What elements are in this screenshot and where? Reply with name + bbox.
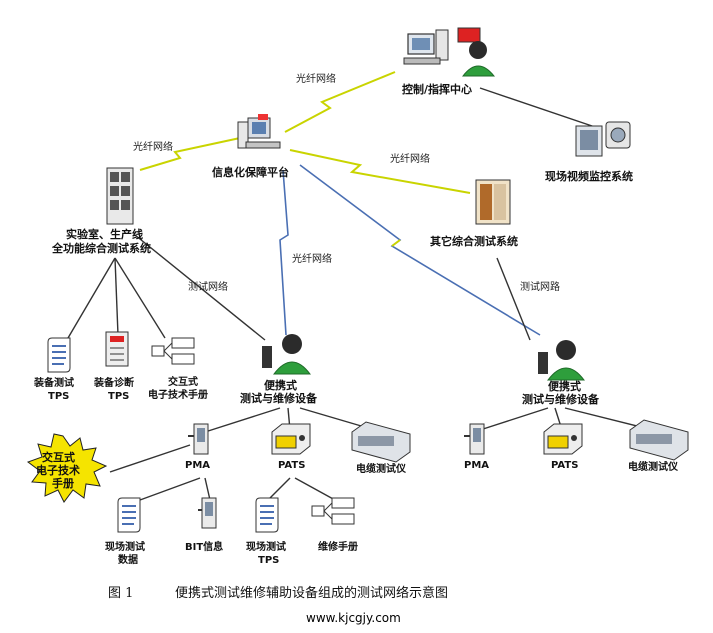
- fiber-link-platform-other: [289, 149, 471, 194]
- pats-right-label: PATS: [551, 460, 578, 471]
- link-pma-bit: [204, 477, 211, 501]
- link-portable-pma: [204, 407, 281, 433]
- video-monitor-node: [575, 121, 631, 157]
- tower-icon: [435, 29, 449, 61]
- field-tps-scroll-icon: [255, 497, 279, 533]
- manual-label-line1: 交互式: [168, 375, 198, 388]
- screen-icon: [457, 27, 481, 43]
- link-pats-fieldtps: [267, 477, 291, 501]
- cable-tester-icon: [629, 419, 689, 461]
- video-monitor-label: 现场视频监控系统: [545, 169, 633, 183]
- tps-scroll-icon: [47, 337, 71, 373]
- portable-right-node: [538, 340, 586, 381]
- lab-system-label-line1: 实验室、生产线: [66, 227, 143, 241]
- pats-left-label: PATS: [278, 460, 305, 471]
- field-data-label-line1: 现场测试: [105, 540, 145, 553]
- link-pats-manual: [294, 477, 336, 501]
- fiber-link-platform-lab: [139, 137, 241, 171]
- handheld-icon: [538, 352, 548, 374]
- fiber-link-platform-control: [284, 71, 396, 133]
- field-tps-label-line1: 现场测试: [246, 540, 286, 553]
- portable-left-label-line1: 便携式: [264, 378, 297, 392]
- manual-label-line2: 电子技术手册: [148, 388, 208, 401]
- link-burst-pma: [109, 444, 191, 473]
- manual-chart-icon: [151, 337, 195, 365]
- burst-label-line2: 电子技术: [36, 463, 80, 477]
- link-control-video: [479, 87, 599, 129]
- cable-left-label: 电缆测试仪: [356, 462, 407, 475]
- pma-device-icon: [188, 423, 209, 455]
- portable-right-label-line2: 测试与维修设备: [522, 392, 600, 406]
- pats-device-icon: [543, 423, 583, 455]
- other-test-system-label: 其它综合测试系统: [430, 234, 518, 248]
- info-platform-label: 信息化保障平台: [212, 165, 289, 179]
- repair-manual-chart-icon: [311, 497, 355, 525]
- diag-server-icon: [105, 331, 129, 367]
- link-lab-tps: [67, 257, 116, 339]
- link-right-cable: [564, 407, 646, 429]
- link-pma-fielddata: [139, 477, 201, 501]
- link-portable-cable: [299, 407, 369, 429]
- portable-left-label-line2: 测试与维修设备: [240, 391, 318, 405]
- portable-left-node: [262, 334, 312, 375]
- field-data-label-line2: 数据: [118, 553, 138, 566]
- cable-right-label: 电缆测试仪: [628, 460, 679, 473]
- person-icon: [556, 340, 576, 360]
- portable-right-label-line1: 便携式: [548, 379, 581, 393]
- pats-device-icon: [271, 423, 311, 455]
- link-right-pma: [479, 407, 549, 431]
- fiber-link-platform-portable: [279, 169, 289, 336]
- test-net-label-left: 测试网络: [188, 280, 228, 293]
- field-data-scroll-icon: [117, 497, 141, 533]
- other-test-system-node: [475, 179, 511, 225]
- figure-caption: 便携式测试维修辅助设备组成的测试网络示意图: [175, 585, 448, 601]
- fiber-label-left: 光纤网络: [133, 140, 173, 153]
- cable-tester-icon: [351, 421, 411, 463]
- link-lab-diag: [114, 257, 119, 336]
- link-lab-portable: [134, 234, 266, 341]
- tps-label-line1: 装备测试: [33, 376, 74, 389]
- diag-label-line1: 装备诊断: [93, 376, 134, 389]
- repair-manual-label: 维修手册: [318, 540, 358, 553]
- lab-system-label-line2: 全功能综合测试系统: [51, 241, 151, 255]
- tps-label-line2: TPS: [48, 391, 69, 402]
- test-net-label-right: 测试网路: [520, 280, 560, 293]
- pma-device-icon: [464, 423, 485, 455]
- watermark-text: www.kjcgjy.com: [306, 611, 401, 625]
- fiber-label-mid: 光纤网络: [292, 252, 332, 265]
- pma-left-label: PMA: [185, 460, 210, 471]
- control-center-label: 控制/指挥中心: [402, 82, 472, 96]
- bit-device-icon: [198, 497, 217, 529]
- figure-number: 图 1: [108, 586, 133, 601]
- lab-system-node: [106, 167, 134, 225]
- link-lab-manual: [114, 257, 166, 339]
- handheld-icon: [262, 346, 272, 368]
- person-icon: [282, 334, 302, 354]
- burst-label-line3: 手册: [52, 476, 74, 490]
- manual-burst-shape: [26, 433, 108, 503]
- person-icon: [469, 41, 487, 59]
- burst-label-line1: 交互式: [42, 450, 75, 464]
- info-platform-node: [237, 114, 281, 149]
- fiber-label-top: 光纤网络: [296, 72, 336, 85]
- control-center-node: [403, 27, 496, 77]
- field-tps-label-line2: TPS: [258, 555, 279, 566]
- fiber-label-right: 光纤网络: [390, 152, 430, 165]
- pma-right-label: PMA: [464, 460, 489, 471]
- bit-label: BIT信息: [185, 540, 223, 553]
- diag-label-line2: TPS: [108, 391, 129, 402]
- link-other-portable: [496, 257, 531, 341]
